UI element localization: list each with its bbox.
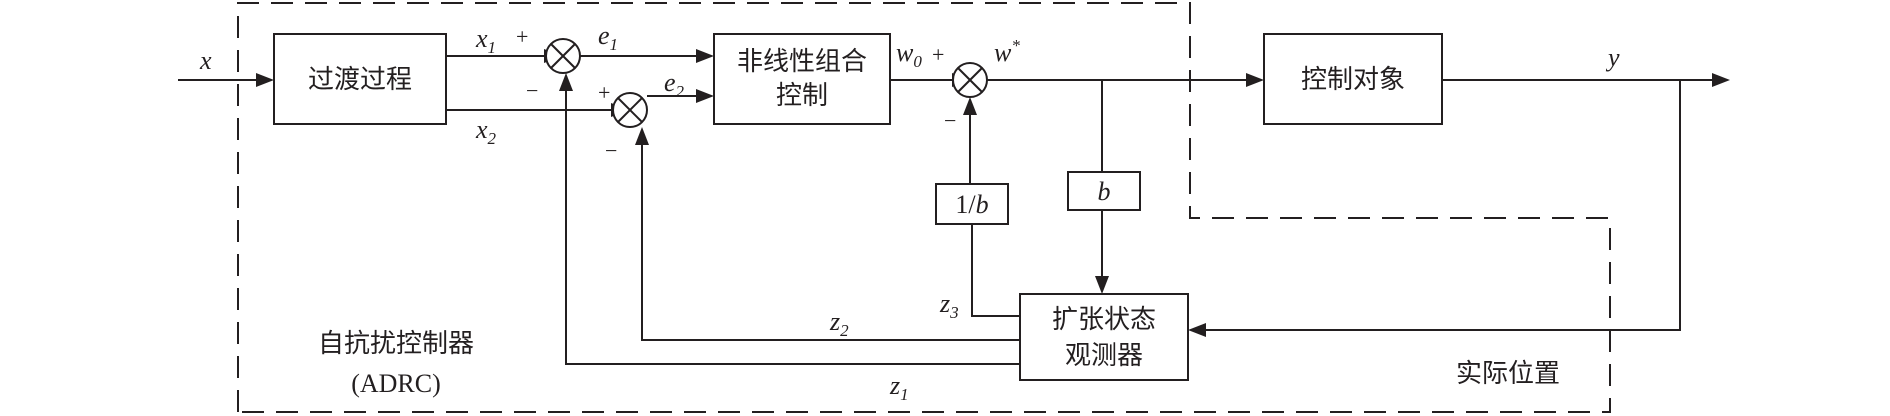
adrc-boundary <box>237 2 1611 413</box>
signal-e1: e1 <box>598 21 618 54</box>
signal-x2: x2 <box>475 115 497 148</box>
signal-z3: z3 <box>939 289 959 322</box>
nonlinear-control-label-2: 控制 <box>776 81 828 111</box>
eso-label-2: 观测器 <box>1065 341 1143 371</box>
eso-block <box>1019 293 1189 381</box>
sign-minus-sum2: − <box>605 138 617 163</box>
adrc-region-label: 自抗扰控制器 <box>318 329 474 359</box>
signal-wstar: w* <box>994 36 1020 67</box>
signal-z2: z2 <box>829 307 849 340</box>
transition-process-block <box>273 33 447 125</box>
sign-minus-sum1: − <box>526 78 538 103</box>
b-gain-block <box>1067 171 1141 211</box>
actual-position-label: 实际位置 <box>1456 359 1560 389</box>
b-gain-label: b <box>1098 177 1111 206</box>
signal-y: y <box>1605 43 1620 72</box>
eso-label-1: 扩张状态 <box>1052 305 1156 335</box>
adrc-region-sublabel: (ADRC) <box>351 369 441 398</box>
signal-w0: w0 <box>896 38 922 71</box>
plant-block <box>1263 33 1443 125</box>
signal-z1: z1 <box>889 371 909 404</box>
transition-process-label: 过渡过程 <box>308 65 412 95</box>
nonlinear-control-block <box>713 33 891 125</box>
inverse-b-label: 1/b <box>955 190 988 219</box>
sign-plus-sum1: + <box>516 24 528 49</box>
signal-e2: e2 <box>664 68 685 101</box>
plant-label: 控制对象 <box>1301 65 1405 95</box>
signal-x: x <box>199 46 212 75</box>
signal-x1: x1 <box>475 24 496 57</box>
sign-plus-sum3: + <box>932 42 944 67</box>
nonlinear-control-label-1: 非线性组合 <box>737 47 867 77</box>
sign-plus-sum2: + <box>598 80 610 105</box>
sign-minus-sum3: − <box>944 108 956 133</box>
